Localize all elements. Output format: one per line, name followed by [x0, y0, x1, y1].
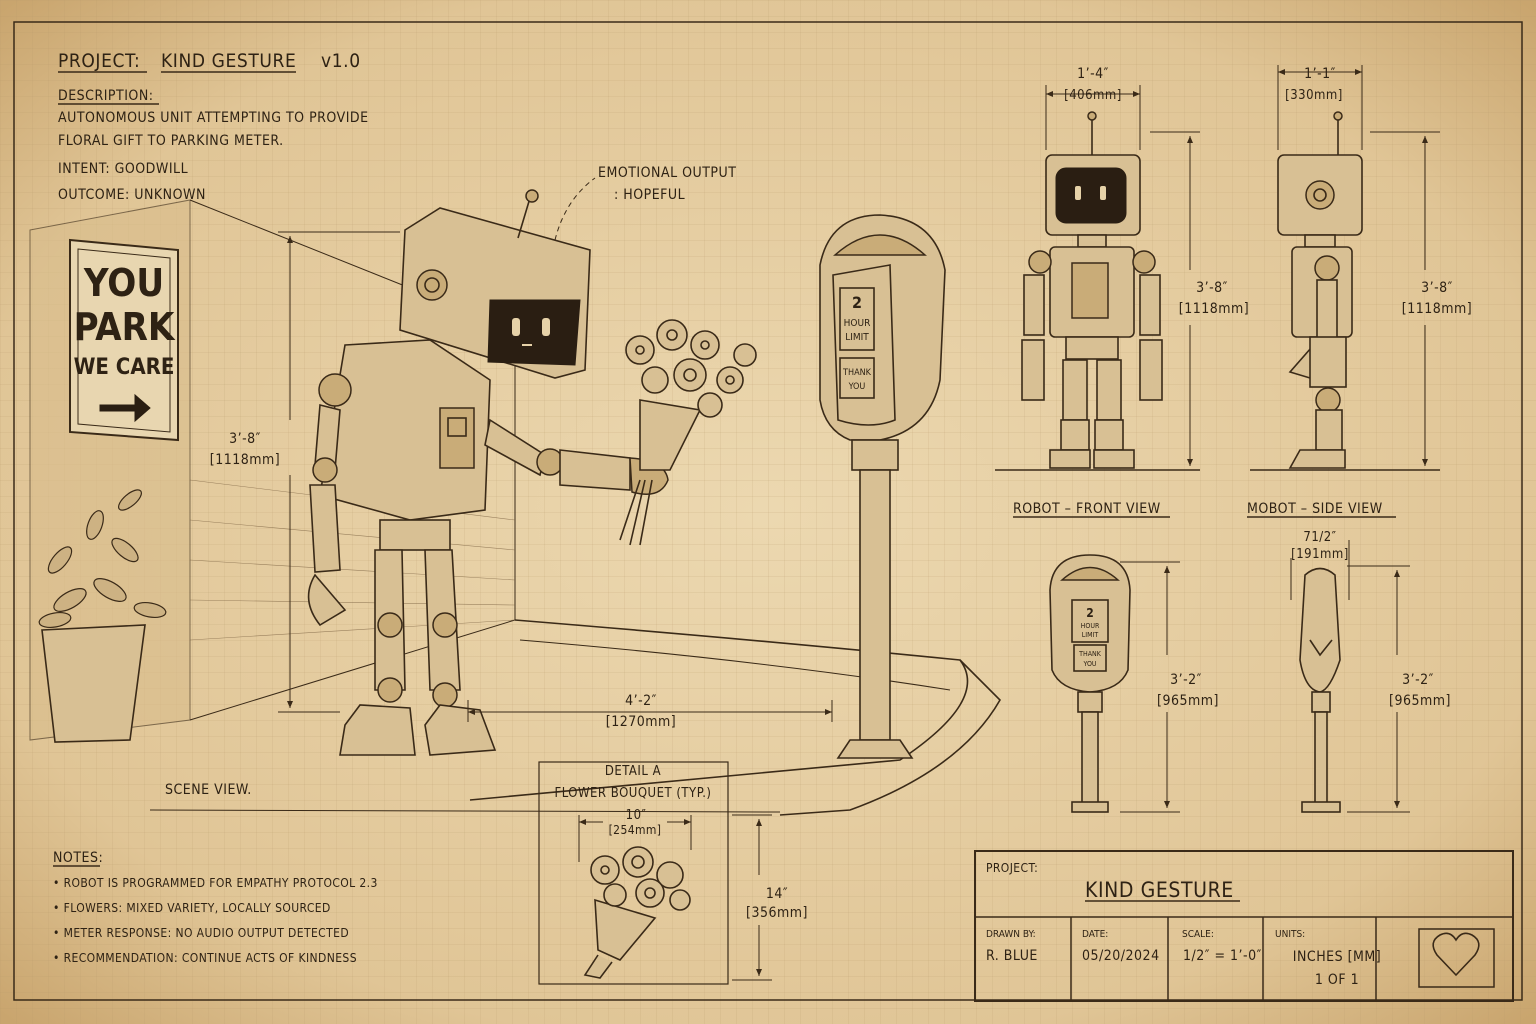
title-block: PROJECT: KIND GESTURE DRAWN BY: R. BLUE … — [974, 850, 1514, 1002]
emotional-output-value: : HOPEFUL — [614, 187, 685, 203]
sign-line-1: YOU — [83, 261, 164, 305]
scene-robot — [307, 189, 669, 756]
side-width-mm: [330mm] — [1285, 88, 1343, 103]
meter-side-height-ft: 3’-2″ — [1402, 672, 1434, 688]
arrow-right-icon — [99, 393, 151, 423]
tb-scale: 1/2″ = 1’-0″ — [1183, 948, 1262, 964]
robot-height-dimension: 3’-8″ [1118mm] — [210, 231, 400, 713]
tb-units: INCHES [MM] — [1293, 949, 1381, 965]
distance-dimension: 4’-2″ [1270mm] — [467, 693, 833, 730]
meter-label-thank: THANK — [842, 368, 872, 378]
note-item: • METER RESPONSE: NO AUDIO OUTPUT DETECT… — [53, 926, 349, 940]
outcome-text: OUTCOME: UNKNOWN — [58, 187, 206, 203]
scene-view-caption: SCENE VIEW. — [165, 782, 252, 798]
emotional-output-label: EMOTIONAL OUTPUT — [598, 165, 736, 181]
front-height-ft: 3’-8″ — [1196, 280, 1228, 296]
distance-mm: [1270mm] — [606, 714, 676, 730]
sign-line-3: WE CARE — [74, 355, 175, 380]
front-height-mm: [1118mm] — [1179, 301, 1249, 317]
detail-width-in: 10″ — [626, 808, 647, 823]
meter-front-label-thank: THANK — [1078, 650, 1102, 658]
robot-height-ft: 3’-8″ — [229, 431, 261, 447]
description-line-1: AUTONOMOUS UNIT ATTEMPTING TO PROVIDE — [58, 110, 369, 126]
robot-side-view: 1’-1″ [330mm] 3’-8″ [1118mm] MOBOT – SID… — [1247, 65, 1472, 518]
meter-front-height-mm: [965mm] — [1157, 693, 1219, 709]
note-item: • FLOWERS: MIXED VARIETY, LOCALLY SOURCE… — [53, 901, 331, 915]
detail-height-mm: [356mm] — [746, 905, 808, 921]
meter-label-hour: HOUR — [844, 318, 871, 329]
potted-plant — [38, 489, 167, 743]
meter-label-2: 2 — [852, 293, 862, 312]
side-width-ft: 1’-1″ — [1304, 66, 1336, 82]
meter-side-height-mm: [965mm] — [1389, 693, 1451, 709]
front-width-ft: 1’-4″ — [1077, 66, 1109, 82]
front-width-mm: [406mm] — [1064, 88, 1122, 103]
detail-subtitle: FLOWER BOUQUET (TYP.) — [555, 786, 712, 801]
robot-height-mm: [1118mm] — [210, 452, 280, 468]
side-view-caption: MOBOT – SIDE VIEW — [1247, 501, 1383, 517]
robot-face-screen — [487, 299, 581, 366]
header-project-name: KIND GESTURE — [161, 50, 296, 72]
scene-flower-bouquet — [619, 319, 757, 546]
meter-side-width-mm: [191mm] — [1291, 547, 1349, 562]
tb-drawn-by-label: DRAWN BY: — [986, 929, 1036, 940]
robot-forearm — [559, 449, 631, 491]
front-view-caption: ROBOT – FRONT VIEW — [1013, 501, 1161, 517]
detail-title: DETAIL A — [605, 764, 661, 779]
note-item: • ROBOT IS PROGRAMMED FOR EMPATHY PROTOC… — [53, 876, 378, 890]
note-item: • RECOMMENDATION: CONTINUE ACTS OF KINDN… — [53, 951, 357, 965]
scene-parking-meter: 2 HOUR LIMIT THANK YOU — [819, 214, 946, 759]
intent-text: INTENT: GOODWILL — [58, 161, 188, 177]
side-height-ft: 3’-8″ — [1421, 280, 1453, 296]
meter-front-label-limit: LIMIT — [1082, 631, 1099, 639]
tb-sheet: 1 OF 1 — [1315, 972, 1359, 988]
meter-front-height-ft: 3’-2″ — [1170, 672, 1202, 688]
meter-front-label-hour: HOUR — [1081, 622, 1100, 630]
description-line-2: FLORAL GIFT TO PARKING METER. — [58, 133, 284, 149]
side-height-mm: [1118mm] — [1402, 301, 1472, 317]
tb-project-label: PROJECT: — [986, 861, 1038, 875]
you-park-we-care-sign: YOU PARK WE CARE — [69, 238, 179, 442]
tb-drawn-by: R. BLUE — [986, 948, 1038, 964]
tb-scale-label: SCALE: — [1182, 929, 1214, 940]
distance-ft: 4’-2″ — [625, 693, 657, 709]
detail-width-mm: [254mm] — [609, 823, 662, 837]
header-project-label: PROJECT: — [58, 50, 140, 72]
sheet-border — [13, 21, 1523, 1001]
robot-front-view: 1’-4″ [406mm] 3’-8″ [1118mm] ROBOT – FRO… — [995, 66, 1249, 518]
meter-front-label-you: YOU — [1082, 660, 1096, 668]
tb-date: 05/20/2024 — [1082, 948, 1160, 964]
sign-line-2: PARK — [74, 305, 176, 349]
tb-units-label: UNITS: — [1275, 929, 1305, 940]
tb-project-name: KIND GESTURE — [1085, 878, 1234, 902]
meter-front-label-2: 2 — [1086, 606, 1094, 620]
notes-section: NOTES: • ROBOT IS PROGRAMMED FOR EMPATHY… — [53, 850, 378, 965]
notes-title: NOTES: — [53, 850, 103, 866]
meter-side-view: 71/2″ [191mm] 3’-2″ [965mm] — [1290, 530, 1451, 813]
meter-front-view: 2 HOUR LIMIT THANK YOU 3’-2″ [965mm] — [1049, 554, 1219, 813]
sidewalk-curb — [149, 619, 1001, 816]
heart-icon — [1432, 932, 1480, 977]
meter-label-limit: LIMIT — [845, 332, 869, 343]
detail-height-in: 14″ — [766, 886, 788, 902]
project-header: PROJECT: KIND GESTURE v1.0 DESCRIPTION: … — [58, 50, 369, 203]
meter-side-width-in: 71/2″ — [1303, 530, 1336, 545]
description-label: DESCRIPTION: — [58, 88, 154, 104]
header-version: v1.0 — [321, 50, 361, 72]
detail-bouquet-drawing — [583, 846, 691, 979]
detail-a-box: DETAIL A FLOWER BOUQUET (TYP.) 10″ [254m… — [538, 761, 808, 985]
meter-label-you: YOU — [848, 382, 866, 392]
tb-date-label: DATE: — [1082, 929, 1108, 940]
